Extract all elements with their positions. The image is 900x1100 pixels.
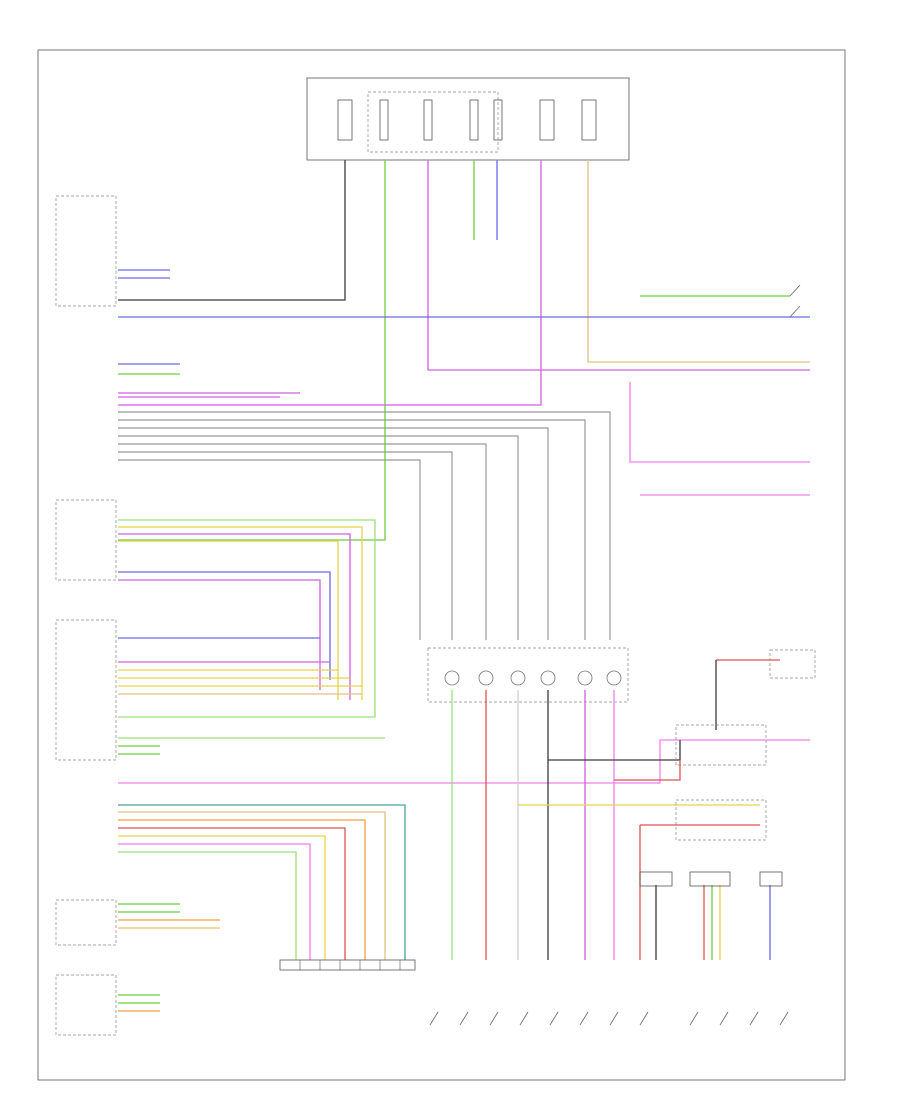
switch-4 [519,1011,529,1026]
clockspring [427,647,629,703]
fuse-4 [379,99,389,141]
clockspring-terminal-3 [510,670,526,686]
fuse-5 [423,99,433,141]
pcm-connector-2 [689,871,731,887]
switch-3 [489,1011,499,1026]
clockspring-terminal-4 [540,670,556,686]
connector-strip [279,959,416,971]
right-connector-2 [675,799,767,841]
diagram-frame [37,49,846,1081]
switch-right-1 [789,284,801,297]
switch-7 [609,1011,619,1026]
smart-junction-box [367,91,499,153]
switch-symbols [429,284,801,1026]
switch-9 [689,1011,699,1026]
pcm-connector-1 [639,871,673,887]
fuse-2 [539,99,555,141]
wire-group-steering [118,519,376,700]
clockspring-terminal-5 [577,670,593,686]
fuse-7 [493,99,503,141]
switch-right-2 [789,305,801,318]
fuse-box-group [306,77,630,161]
fuse-3 [581,99,597,141]
steering-angle-sensor [769,649,816,679]
clockspring-box [427,647,629,703]
switch-8 [639,1011,649,1026]
switch-10 [719,1011,729,1026]
wire-bus [118,411,611,640]
steering-wheel-module [55,499,117,581]
switch-6 [579,1011,589,1026]
clockspring-terminal-1 [444,670,460,686]
transmission-control-module [55,974,117,1036]
switch-11 [749,1011,759,1026]
right-connector-1 [675,724,767,766]
wire-group-switches [451,659,780,960]
fuse-6 [469,99,479,141]
clockspring-terminal-2 [478,670,494,686]
switch-1 [429,1011,439,1026]
switch-5 [549,1011,559,1026]
wire-group-lower [118,804,406,1012]
pcm-connector-3 [759,871,783,887]
switch-12 [779,1011,789,1026]
push-button-start-module [55,195,117,307]
left-modules [55,195,117,1036]
bottom-connector [279,959,416,971]
instrument-panel-module [55,619,117,761]
engine-control-module [55,899,117,946]
fuse-1 [337,99,353,141]
clockspring-terminal-6 [606,670,622,686]
switch-2 [459,1011,469,1026]
wire-group-ipc [118,637,810,784]
wire-group-top [118,160,810,541]
fuse-box [306,77,630,161]
right-modules [639,649,816,887]
